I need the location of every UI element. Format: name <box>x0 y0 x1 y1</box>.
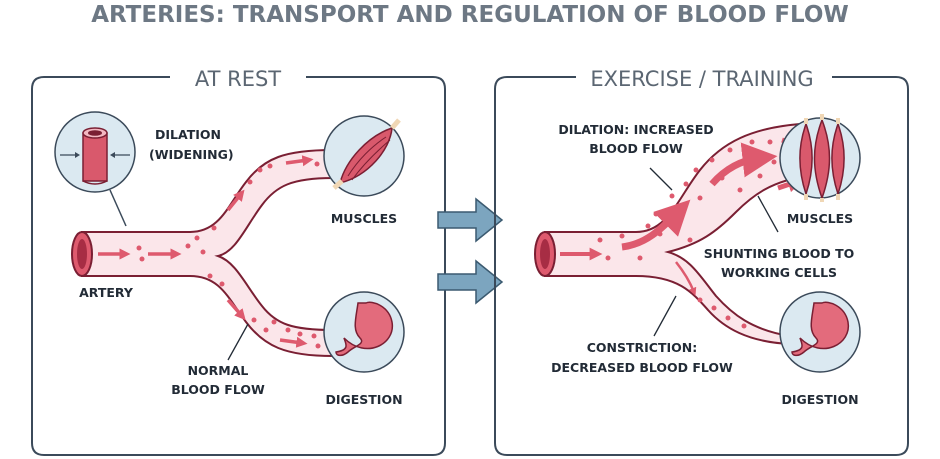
artery-label: ARTERY <box>79 285 134 300</box>
left-vessel <box>71 148 334 358</box>
muscles-label-exercise: MUSCLES <box>787 211 853 226</box>
right-vessel <box>534 122 812 346</box>
normal-flow-label-line2: BLOOD FLOW <box>171 382 265 397</box>
dilation-increased-line1: DILATION: INCREASED <box>558 122 713 137</box>
left-panel-heading: AT REST <box>195 67 281 91</box>
constriction-line2: DECREASED BLOOD FLOW <box>551 360 733 375</box>
digestion-label: DIGESTION <box>325 392 402 407</box>
normal-flow-label-line1: NORMAL <box>188 363 249 378</box>
shunting-line2: WORKING CELLS <box>721 265 837 280</box>
shunting-line1: SHUNTING BLOOD TO <box>704 246 855 261</box>
muscles-label: MUSCLES <box>331 211 397 226</box>
dilation-label-line1: DILATION <box>155 127 221 142</box>
constriction-line1: CONSTRICTION: <box>587 340 698 355</box>
page-title: ARTERIES: TRANSPORT AND REGULATION OF BL… <box>91 2 849 28</box>
muscle-icon <box>779 114 861 202</box>
dilation-label-line2: (WIDENING) <box>149 147 234 162</box>
right-panel: EXERCISE / TRAINING <box>494 67 909 456</box>
stomach-icon <box>323 291 405 373</box>
left-panel: AT REST DILATION (WIDENING) <box>31 67 446 456</box>
dilation-increased-line2: BLOOD FLOW <box>589 141 683 156</box>
artery-cross-section-icon <box>54 111 136 193</box>
digestion-label-exercise: DIGESTION <box>781 392 858 407</box>
right-panel-heading: EXERCISE / TRAINING <box>590 67 813 91</box>
transition-arrow-icon <box>437 197 504 305</box>
muscle-icon <box>323 115 405 197</box>
stomach-icon <box>779 291 861 373</box>
